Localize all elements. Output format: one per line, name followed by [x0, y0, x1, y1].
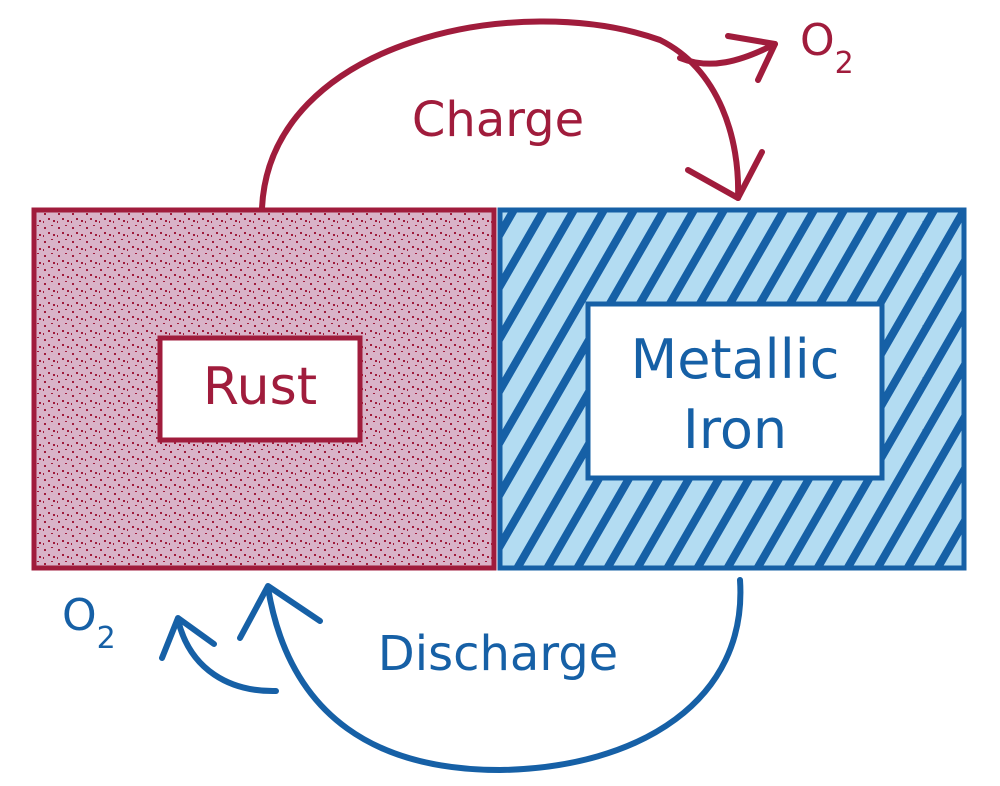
charge-arrow [259, 18, 778, 211]
discharge-o2-label: O2 [62, 590, 116, 656]
charge-o2-arrow [677, 41, 778, 67]
discharge-arc [265, 577, 744, 773]
iron-box: Metallic Iron [497, 207, 967, 571]
rust-box: Rust [31, 207, 497, 571]
discharge-label: Discharge [378, 626, 618, 682]
discharge-arrowhead-icon [237, 583, 323, 641]
rust-label: Rust [203, 357, 317, 417]
charge-label: Charge [412, 92, 584, 148]
iron-label-box [585, 301, 885, 481]
iron-label-line1: Metallic [631, 328, 840, 391]
charge-o2-arrowhead-icon [725, 33, 778, 83]
discharge-o2-arrowhead-icon [159, 615, 217, 661]
iron-label-line2: Iron [683, 398, 787, 461]
discharge-arrow [159, 577, 744, 773]
charge-arrowhead-icon [685, 149, 765, 201]
charge-arc [259, 18, 742, 211]
discharge-o2-arrow [175, 617, 279, 695]
charge-o2-label: O2 [800, 15, 854, 81]
rust-label-box [157, 335, 363, 443]
